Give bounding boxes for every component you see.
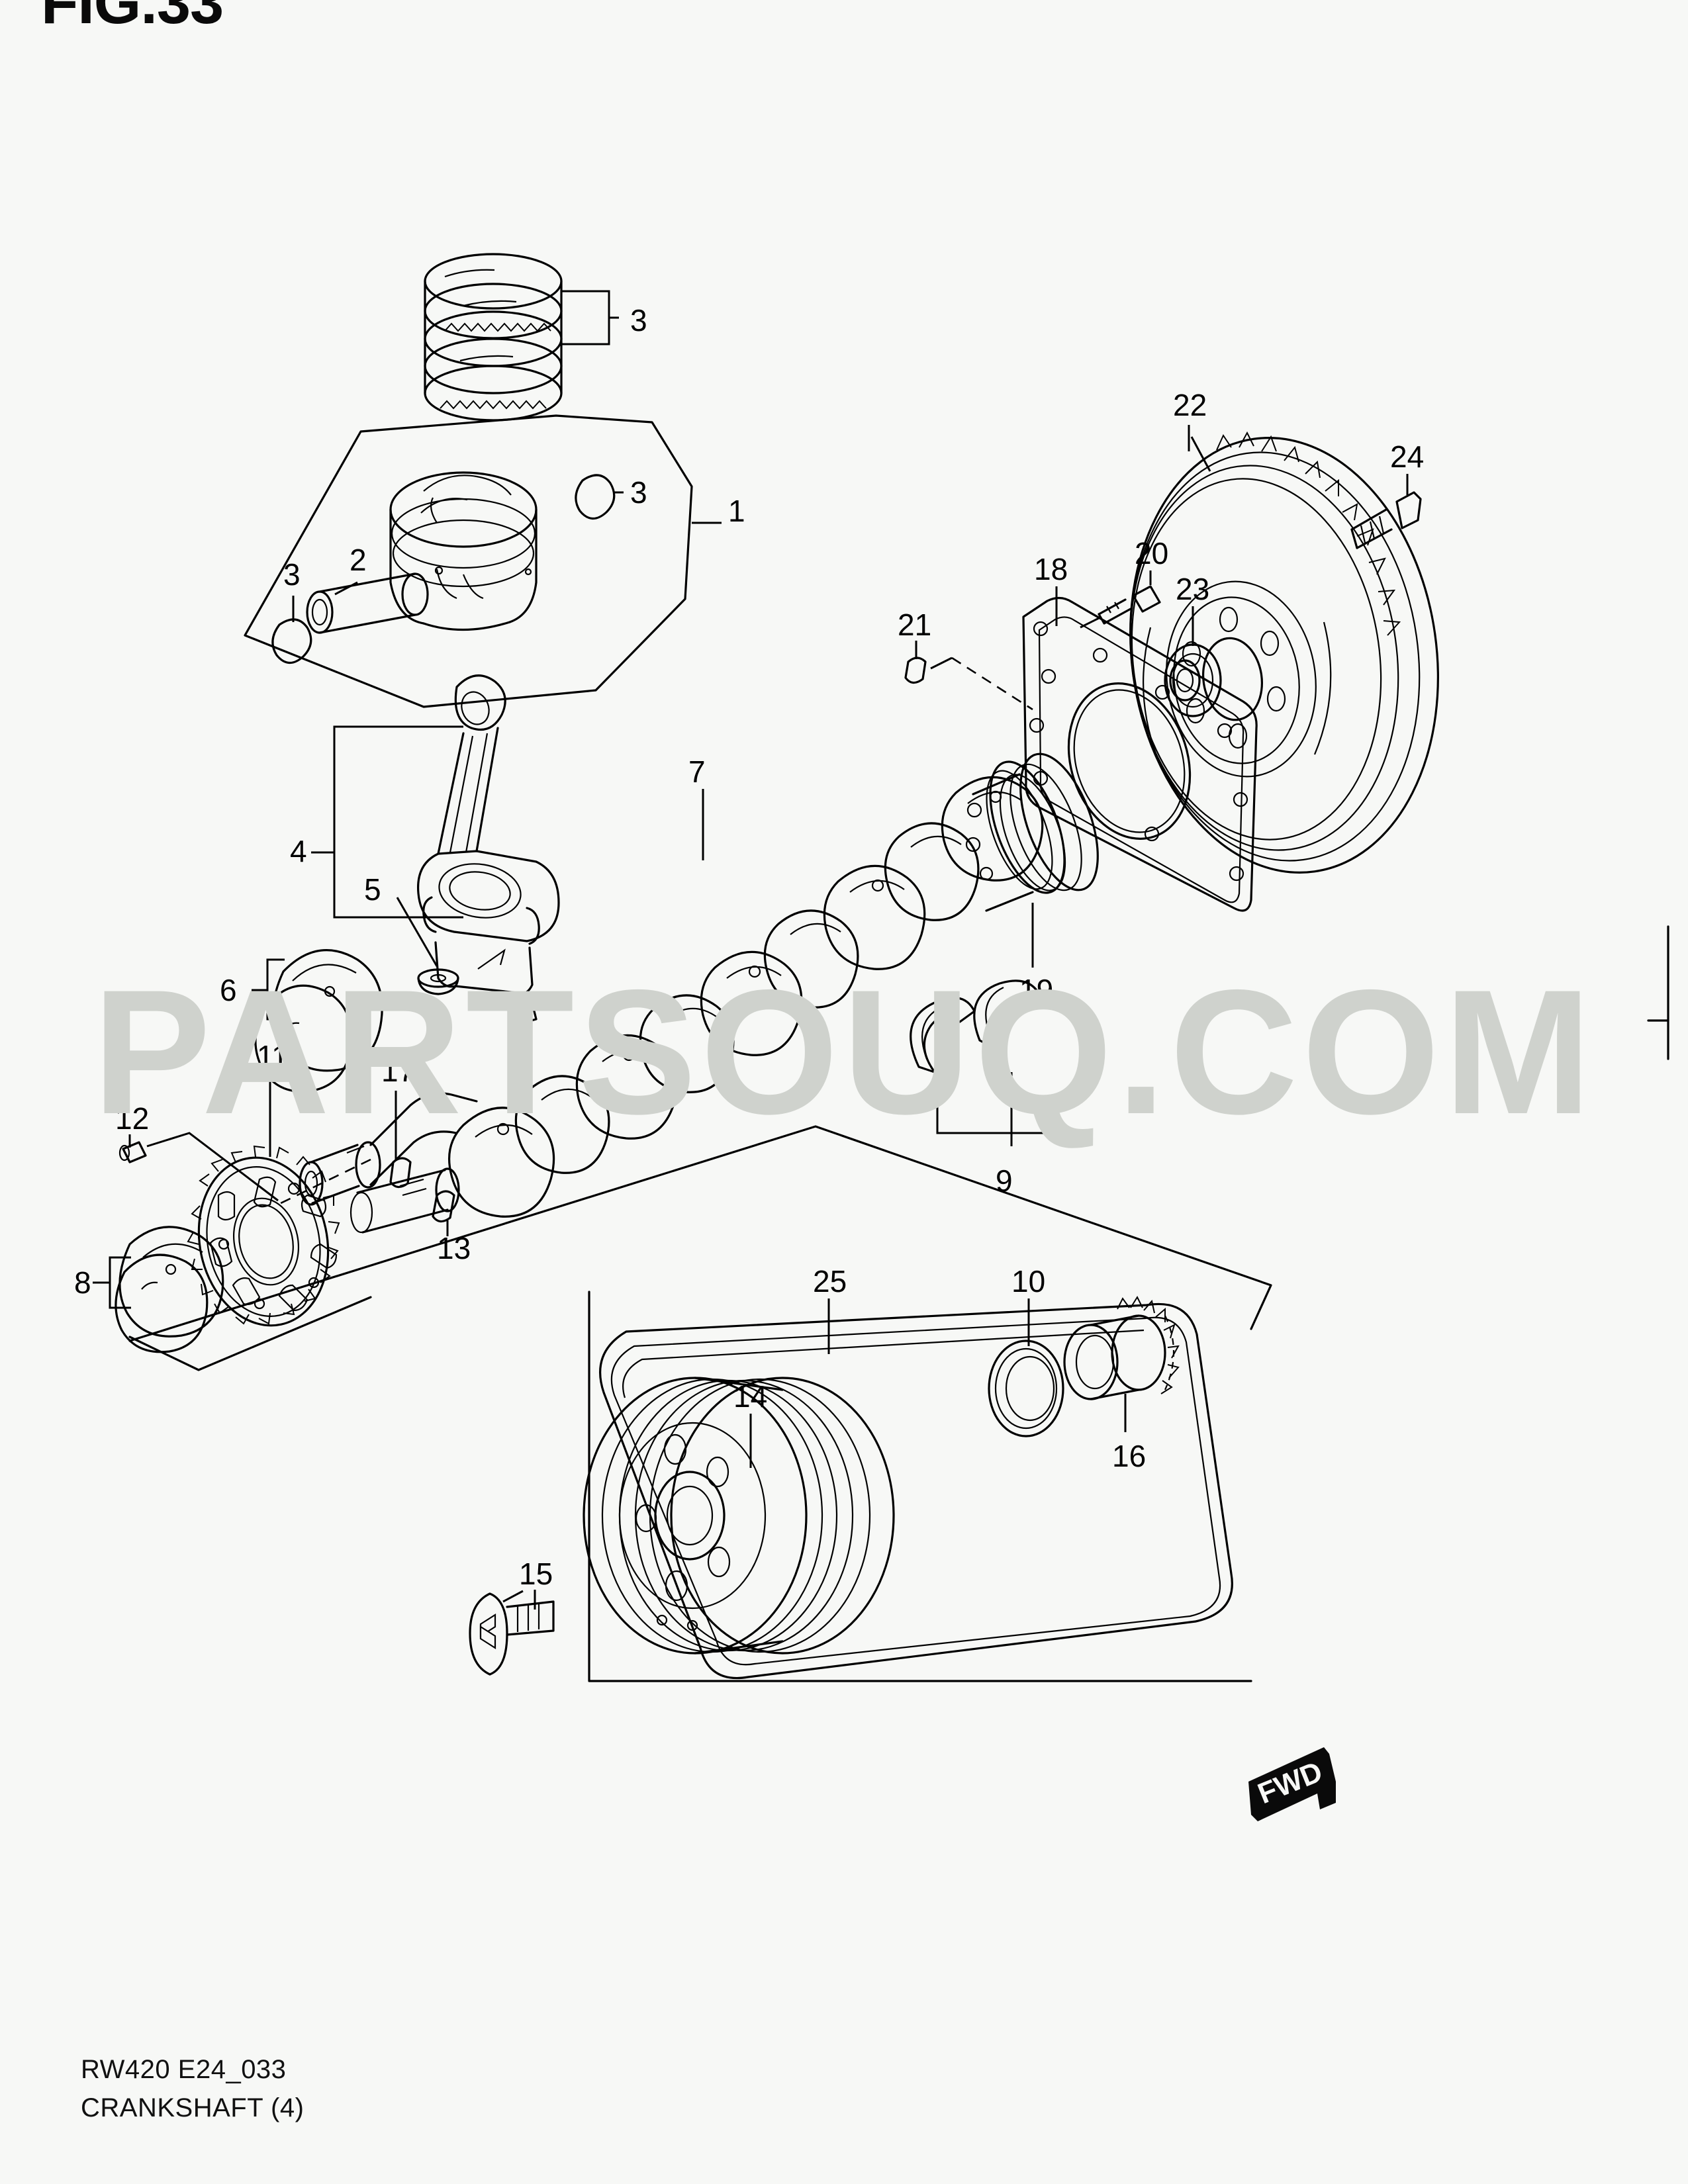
callout-9-number: 8 bbox=[74, 1265, 91, 1300]
callout-4-leader bbox=[561, 290, 619, 345]
callout-20-number: 19 bbox=[1019, 973, 1053, 1007]
dowel-pin-drawing bbox=[118, 1132, 279, 1202]
lower-panel-box bbox=[128, 1125, 1272, 1682]
callout-9-leader bbox=[93, 1256, 131, 1309]
callout-13-number: 12 bbox=[115, 1101, 149, 1136]
crankshaft-bearing-drawing bbox=[115, 1226, 372, 1371]
callout-1-number: 1 bbox=[728, 494, 745, 528]
callout-17-number: 16 bbox=[1112, 1439, 1146, 1473]
watermark-partsouq: PARTSOUQ.COM bbox=[92, 952, 1596, 1151]
right-edge-bracket bbox=[1647, 925, 1669, 1060]
callout-12-number: 11 bbox=[257, 1039, 289, 1073]
callout-2-leader bbox=[334, 581, 358, 596]
crankshaft-sprocket-drawing bbox=[187, 1145, 340, 1327]
footer-name: CRANKSHAFT (4) bbox=[81, 2093, 305, 2122]
front-oil-seal-drawing bbox=[988, 1298, 1064, 1437]
callout-26-number: 25 bbox=[813, 1264, 847, 1298]
callout-5-leader bbox=[311, 725, 463, 919]
connecting-rod-drawing bbox=[416, 674, 560, 1024]
flywheel-drawing bbox=[1129, 431, 1439, 874]
callout-8-number: 7 bbox=[688, 754, 706, 789]
piston-assembly-box bbox=[244, 414, 693, 708]
callout-25-number: 24 bbox=[1390, 439, 1424, 474]
housing-bolt-drawing bbox=[1080, 570, 1161, 629]
callout-7-leader bbox=[252, 958, 285, 1021]
callout-3a-number: 3 bbox=[630, 475, 647, 510]
callout-19-number: 18 bbox=[1034, 552, 1068, 586]
circlip-left-drawing bbox=[271, 618, 312, 664]
connecting-rod-bolt-drawing bbox=[417, 968, 459, 995]
callout-15-number: 14 bbox=[733, 1379, 767, 1414]
key-14-drawing bbox=[432, 1190, 455, 1236]
piston-pin-drawing bbox=[306, 572, 429, 634]
locating-pin-drawing bbox=[904, 641, 1033, 711]
piston-drawing bbox=[389, 471, 538, 631]
callout-23-number: 22 bbox=[1173, 388, 1207, 422]
callout-22-number: 21 bbox=[898, 608, 931, 642]
footer-code: RW420 E24_033 bbox=[81, 2055, 287, 2084]
signal-rotor-drawing bbox=[1063, 1295, 1180, 1432]
callout-4-number: 3 bbox=[630, 303, 647, 338]
callout-5-number: 4 bbox=[290, 834, 307, 868]
callout-2-number: 2 bbox=[350, 543, 367, 577]
figure-title: FIG.33 bbox=[41, 0, 224, 36]
callout-24-number: 23 bbox=[1176, 572, 1209, 606]
drive-belt-drawing bbox=[598, 1298, 1233, 1680]
flywheel-bolt-drawing bbox=[1350, 474, 1422, 549]
crankshaft-pulley-drawing bbox=[583, 1377, 895, 1655]
callout-6-leader bbox=[396, 897, 438, 967]
callout-7-number: 6 bbox=[220, 973, 237, 1007]
conrod-bearing-drawing bbox=[254, 949, 383, 1093]
crankshaft-drawing bbox=[299, 752, 1099, 1218]
crank-front-shaft-drawing bbox=[350, 1167, 460, 1234]
figure-footer: RW420 E24_033 CRANKSHAFT (4) bbox=[81, 2050, 304, 2127]
rear-oil-seal-housing-drawing bbox=[1022, 586, 1258, 912]
callout-18-number: 17 bbox=[381, 1054, 415, 1088]
pulley-bolt-drawing bbox=[469, 1590, 555, 1676]
callout-6-number: 5 bbox=[364, 872, 381, 907]
circlip-right-drawing bbox=[575, 474, 616, 520]
callout-3b-number: 3 bbox=[283, 557, 301, 592]
callout-16-number: 15 bbox=[519, 1557, 553, 1591]
key-18-drawing bbox=[277, 1091, 412, 1206]
fwd-direction-marker: FWD bbox=[1248, 1747, 1336, 1821]
thrust-washer-drawing bbox=[910, 979, 1046, 1146]
piston-ring-set-drawing bbox=[424, 253, 563, 422]
pilot-bearing-drawing bbox=[1164, 606, 1222, 717]
callout-11-number: 10 bbox=[1011, 1264, 1045, 1298]
